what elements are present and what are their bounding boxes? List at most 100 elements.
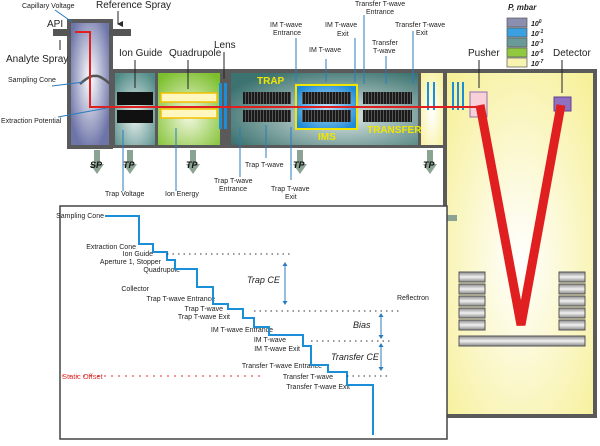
- trap-stack-top: [243, 92, 291, 104]
- im-twave-label: IM T-wave: [309, 47, 341, 54]
- transfer-lens-chamber: [421, 73, 443, 145]
- transfer-label: TRANSFER: [367, 125, 422, 136]
- reference-spray-capillary: [109, 29, 131, 36]
- pump-tp-icon: TP: [186, 150, 200, 174]
- quadrupole-rod-bottom: [160, 108, 218, 119]
- quadrupole-label: Quadrupole: [169, 48, 222, 59]
- svg-text:TP: TP: [293, 160, 305, 170]
- ion-guide-rod-bottom: [117, 110, 153, 123]
- sampling-cone-shape: [79, 74, 111, 85]
- legend-label: 100: [531, 19, 542, 28]
- potential-step-label: Quadrupole: [143, 267, 180, 274]
- potential-staircase: [105, 215, 374, 435]
- svg-text:SP: SP: [90, 160, 103, 170]
- im-twave-entrance-label-2: Entrance: [273, 30, 301, 37]
- legend-label: 10-3: [531, 39, 543, 48]
- transfer-twave-label-2: T-wave: [373, 48, 396, 55]
- transfer-twave-exit-label-2: Exit: [416, 30, 428, 37]
- potential-step-label: Collector: [121, 286, 149, 293]
- legend-swatch: [506, 17, 528, 28]
- legend-title: P, mbar: [508, 3, 537, 12]
- pump-tp-icon: TP: [293, 150, 307, 174]
- detector-label: Detector: [553, 48, 591, 59]
- trap-stack-bottom: [243, 110, 291, 122]
- ims-stack-top: [302, 92, 351, 104]
- capillary-voltage-label: Capillary Voltage: [22, 3, 75, 10]
- potential-step-label: Ion Guide: [123, 251, 153, 258]
- api-label: API: [47, 19, 63, 30]
- potential-step-label: Trap T-wave: [184, 306, 223, 313]
- transfer-ce-label: Transfer CE: [331, 352, 380, 362]
- transfer-twave-entrance-label-1: Transfer T-wave: [355, 1, 405, 8]
- trap-twave-entrance-label-1: Trap T-wave: [214, 178, 253, 185]
- potential-step-label: IM T-wave Entrance: [211, 327, 273, 334]
- trap-label: TRAP: [257, 76, 285, 87]
- potential-step-label: Sampling Cone: [56, 213, 104, 220]
- static-offset-label: Static Offset: [62, 372, 104, 381]
- trap-voltage-label: Trap Voltage: [105, 191, 145, 198]
- reflectron-label: Reflectron: [397, 295, 429, 302]
- legend-swatch: [506, 37, 528, 48]
- transfer-twave-exit-label-1: Transfer T-wave: [395, 22, 445, 29]
- quadrupole-rod-top: [160, 92, 218, 103]
- tof-chamber: [447, 73, 593, 414]
- tof-flight-path: [475, 104, 566, 326]
- transfer-stack-top: [363, 92, 412, 104]
- tof-lens-1: [452, 82, 454, 110]
- extraction-potential-label: Extraction Potential: [1, 118, 62, 125]
- transfer-lens-2: [433, 82, 435, 110]
- im-twave-exit-label-2: Exit: [337, 31, 349, 38]
- bias-arrow: [378, 313, 384, 339]
- transfer-stack-bottom: [363, 110, 412, 122]
- im-twave-exit-label-1: IM T-wave: [325, 22, 357, 29]
- sampling-cone-label: Sampling Cone: [8, 77, 56, 84]
- legend-label: 10-1: [531, 29, 543, 38]
- transfer-lens-1: [427, 82, 429, 110]
- svg-text:TP: TP: [423, 160, 435, 170]
- potential-step-label: Trap T-wave Entrance: [147, 296, 216, 303]
- analyte-spray-capillary: [53, 29, 71, 36]
- tof-lens-2: [457, 82, 459, 110]
- transfer-twave-label-1: Transfer: [372, 40, 398, 47]
- legend-swatch: [506, 27, 528, 38]
- potential-step-label: Aperture 1, Stopper: [100, 259, 162, 266]
- lens-label: Lens: [214, 40, 236, 51]
- ims-label: IMS: [318, 132, 336, 143]
- legend-label: 10-7: [531, 59, 543, 68]
- pusher-label: Pusher: [468, 48, 500, 59]
- trap-twave-label: Trap T-wave: [245, 162, 284, 169]
- pump-tp-icon: TP: [123, 150, 137, 174]
- ion-guide-rod-top: [117, 92, 153, 105]
- transfer-ce-arrow: [378, 343, 384, 371]
- trap-twave-entrance-label-2: Entrance: [219, 186, 247, 193]
- pump-tp-icon: TP: [423, 150, 437, 174]
- trap-ce-arrow: [282, 262, 288, 305]
- sampling-cone-pointer: [51, 81, 85, 87]
- reflectron: [458, 271, 586, 347]
- potential-step-label: IM T-wave: [254, 337, 286, 344]
- extraction-potential-pointer: [57, 107, 108, 118]
- transfer-twave-entrance-label-2: Entrance: [366, 9, 394, 16]
- potential-step-label: Transfer T-wave Entrance: [242, 363, 322, 370]
- pump-sp-icon: SP: [90, 150, 104, 174]
- ion-energy-label: Ion Energy: [165, 191, 199, 198]
- ion-guide-label: Ion Guide: [119, 48, 163, 59]
- potential-step-label: Transfer T-wave Exit: [286, 384, 350, 391]
- im-twave-entrance-label-1: IM T-wave: [270, 22, 302, 29]
- trap-ce-label: Trap CE: [247, 275, 281, 285]
- analyte-spray-label: Analyte Spray: [6, 54, 68, 65]
- legend-label: 10-6: [531, 49, 543, 58]
- capillary-voltage-pointer: [54, 9, 73, 23]
- legend-swatch: [506, 47, 528, 58]
- trap-twave-exit-label-2: Exit: [285, 194, 297, 201]
- potential-step-label: Transfer T-wave: [283, 374, 333, 381]
- ion-path: [75, 31, 480, 108]
- bias-label: Bias: [353, 320, 371, 330]
- potential-step-label: Trap T-wave Exit: [178, 314, 230, 321]
- potential-step-label: Extraction Cone: [86, 244, 136, 251]
- tof-lens-3: [462, 82, 464, 110]
- svg-text:TP: TP: [186, 160, 198, 170]
